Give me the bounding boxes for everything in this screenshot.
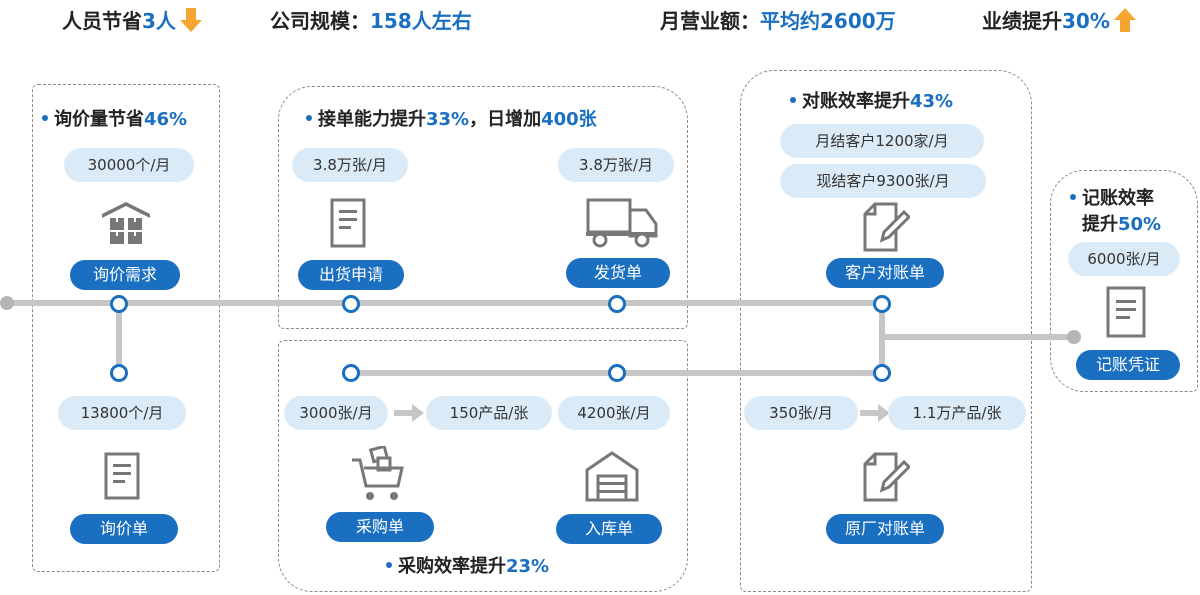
order-title-label: 接单能力提升 [318, 109, 426, 130]
arrow-down-icon [179, 6, 202, 34]
reconcile-panel [740, 70, 1032, 592]
inquiry-title-label: 询价量节省 [54, 109, 144, 130]
flow-start-node [0, 296, 14, 310]
inquiry-title: 询价量节省46% [42, 108, 187, 132]
inquiry-vertical-line [116, 303, 122, 373]
staff-label: 人员节省 [62, 9, 142, 33]
ship-button[interactable]: 发货单 [566, 258, 670, 288]
arrow-right-icon [860, 404, 890, 422]
request-node [342, 295, 360, 313]
purchase-title: 采购效率提升23% [386, 555, 549, 579]
purchase-node [342, 364, 360, 382]
inquiry-sheet-button[interactable]: 询价单 [70, 514, 178, 544]
document-edit-icon [863, 452, 910, 502]
customer-reconcile-button[interactable]: 客户对账单 [826, 258, 944, 288]
bookkeeping-panel [1050, 170, 1198, 392]
voucher-button[interactable]: 记账凭证 [1076, 350, 1180, 380]
ship-volume: 3.8万张/月 [558, 148, 674, 182]
factory-reconcile-node [873, 364, 891, 382]
perf-label: 业绩提升 [982, 9, 1062, 33]
bookkeeping-title-value: 50% [1118, 214, 1162, 235]
inquiry-title-value: 46% [144, 109, 188, 130]
reconcile-title-value: 43% [910, 91, 954, 112]
request-volume: 3.8万张/月 [292, 148, 408, 182]
inquiry-demand-button[interactable]: 询价需求 [70, 260, 180, 290]
company-scale: 公司规模：158人左右 [270, 4, 472, 38]
arrow-right-icon [394, 404, 424, 422]
purchase-product-ratio: 150产品/张 [426, 396, 552, 430]
purchase-title-value: 23% [506, 556, 550, 577]
arrow-up-icon [1113, 6, 1136, 34]
factory-reconcile-button[interactable]: 原厂对账单 [826, 514, 944, 544]
reconcile-title: 对账效率提升43% [790, 90, 953, 114]
purchase-panel [278, 340, 688, 592]
revenue-label: 月营业额： [660, 9, 760, 33]
order-title-suffix: ，日增加 [469, 109, 542, 130]
scale-label: 公司规模： [270, 9, 370, 33]
monthly-revenue: 月营业额：平均约2600万 [660, 4, 896, 38]
document-icon [330, 198, 366, 248]
performance-gain: 业绩提升30% [982, 4, 1136, 38]
flow-end-node [1067, 330, 1081, 344]
bookkeeping-title-line2: 提升 [1082, 214, 1118, 235]
cash-customers: 现结客户9300张/月 [780, 164, 986, 198]
inquiry-volume-top: 30000个/月 [64, 148, 194, 182]
document-edit-icon [863, 202, 910, 252]
shopping-cart-icon [352, 446, 404, 500]
reconcile-title-label: 对账效率提升 [802, 91, 910, 112]
inbound-button[interactable]: 入库单 [556, 514, 662, 544]
staff-saving: 人员节省3人 [62, 4, 202, 38]
inquiry-panel [32, 84, 220, 572]
staff-value: 3人 [142, 9, 176, 33]
purchase-order-button[interactable]: 采购单 [326, 512, 434, 542]
order-title-value2: 400张 [541, 109, 597, 130]
factory-product-ratio: 1.1万产品/张 [888, 396, 1026, 430]
order-panel [278, 86, 688, 329]
order-title-value: 33% [426, 109, 470, 130]
inbound-volume: 4200张/月 [558, 396, 670, 430]
bookkeeping-flow-line [882, 334, 1074, 340]
inbound-node [608, 364, 626, 382]
bookkeeping-volume: 6000张/月 [1068, 242, 1180, 276]
document-icon [1106, 286, 1146, 338]
customer-reconcile-node [873, 295, 891, 313]
purchase-volume: 3000张/月 [284, 396, 388, 430]
inquiry-demand-node [110, 295, 128, 313]
bookkeeping-title: 记账效率提升50% [1070, 186, 1161, 238]
factory-volume: 350张/月 [744, 396, 858, 430]
bookkeeping-title-line1: 记账效率 [1082, 188, 1154, 209]
main-flow-line [6, 300, 882, 306]
revenue-value: 平均约2600万 [760, 9, 896, 33]
scale-value: 158人左右 [370, 9, 472, 33]
monthly-customers: 月结客户1200家/月 [780, 124, 984, 158]
order-title: 接单能力提升33%，日增加400张 [306, 108, 597, 132]
request-button[interactable]: 出货申请 [298, 260, 404, 290]
ship-node [608, 295, 626, 313]
warehouse-icon [585, 451, 639, 502]
inquiry-volume-bottom: 13800个/月 [58, 396, 186, 430]
delivery-truck-icon [586, 198, 658, 248]
perf-value: 30% [1062, 9, 1110, 33]
inquiry-sheet-node [110, 364, 128, 382]
document-icon [104, 452, 140, 500]
purchase-title-label: 采购效率提升 [398, 556, 506, 577]
warehouse-boxes-icon [102, 202, 150, 244]
